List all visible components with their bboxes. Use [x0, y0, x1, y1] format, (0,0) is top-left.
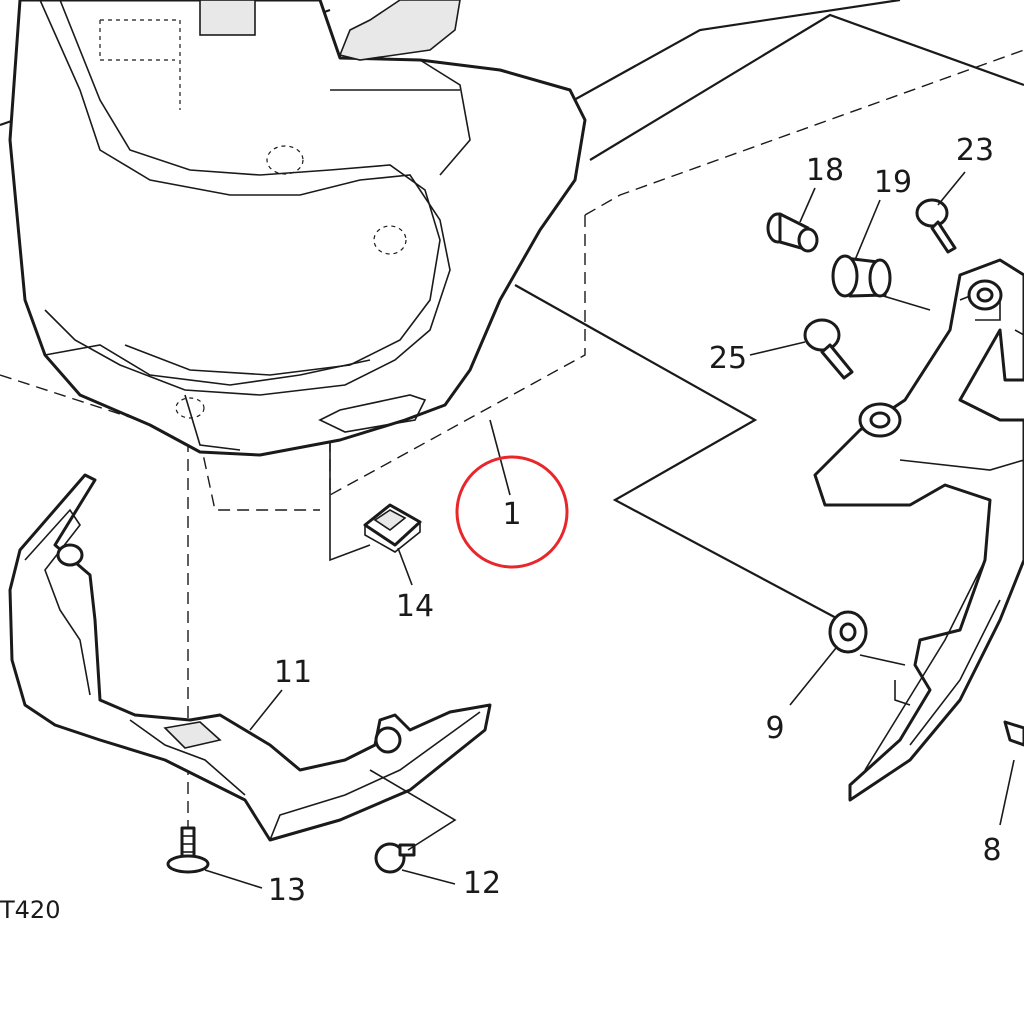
callout-23: 23 — [956, 133, 994, 168]
callout-1: 1 — [502, 497, 521, 532]
stay-bracket — [813, 258, 1024, 802]
callout-13: 13 — [268, 873, 306, 908]
cowl-assembly — [8, 0, 587, 457]
callout-9: 9 — [765, 711, 784, 746]
figure-code: T420 — [0, 896, 60, 924]
callout-12: 12 — [463, 866, 501, 901]
lower-cover-11 — [8, 473, 492, 842]
highlight-circle — [455, 455, 569, 569]
bolt-25 — [749, 318, 854, 380]
callout-25: 25 — [709, 341, 747, 376]
callout-11: 11 — [274, 655, 312, 690]
bolt-8 — [999, 720, 1024, 826]
screw-12 — [369, 769, 457, 885]
callout-18: 18 — [806, 153, 844, 188]
washer-9 — [789, 610, 868, 706]
bolt-23 — [915, 171, 966, 254]
collar-18 — [766, 187, 819, 253]
bolt-13 — [166, 826, 263, 889]
callout-8: 8 — [982, 833, 1001, 868]
grommet-19 — [831, 199, 892, 298]
callout-19: 19 — [874, 165, 912, 200]
callout-14: 14 — [396, 589, 434, 624]
clip-nut-14 — [363, 503, 422, 586]
callout-labels: 1 8 9 11 12 13 14 18 19 23 25 T420 — [0, 133, 1002, 924]
